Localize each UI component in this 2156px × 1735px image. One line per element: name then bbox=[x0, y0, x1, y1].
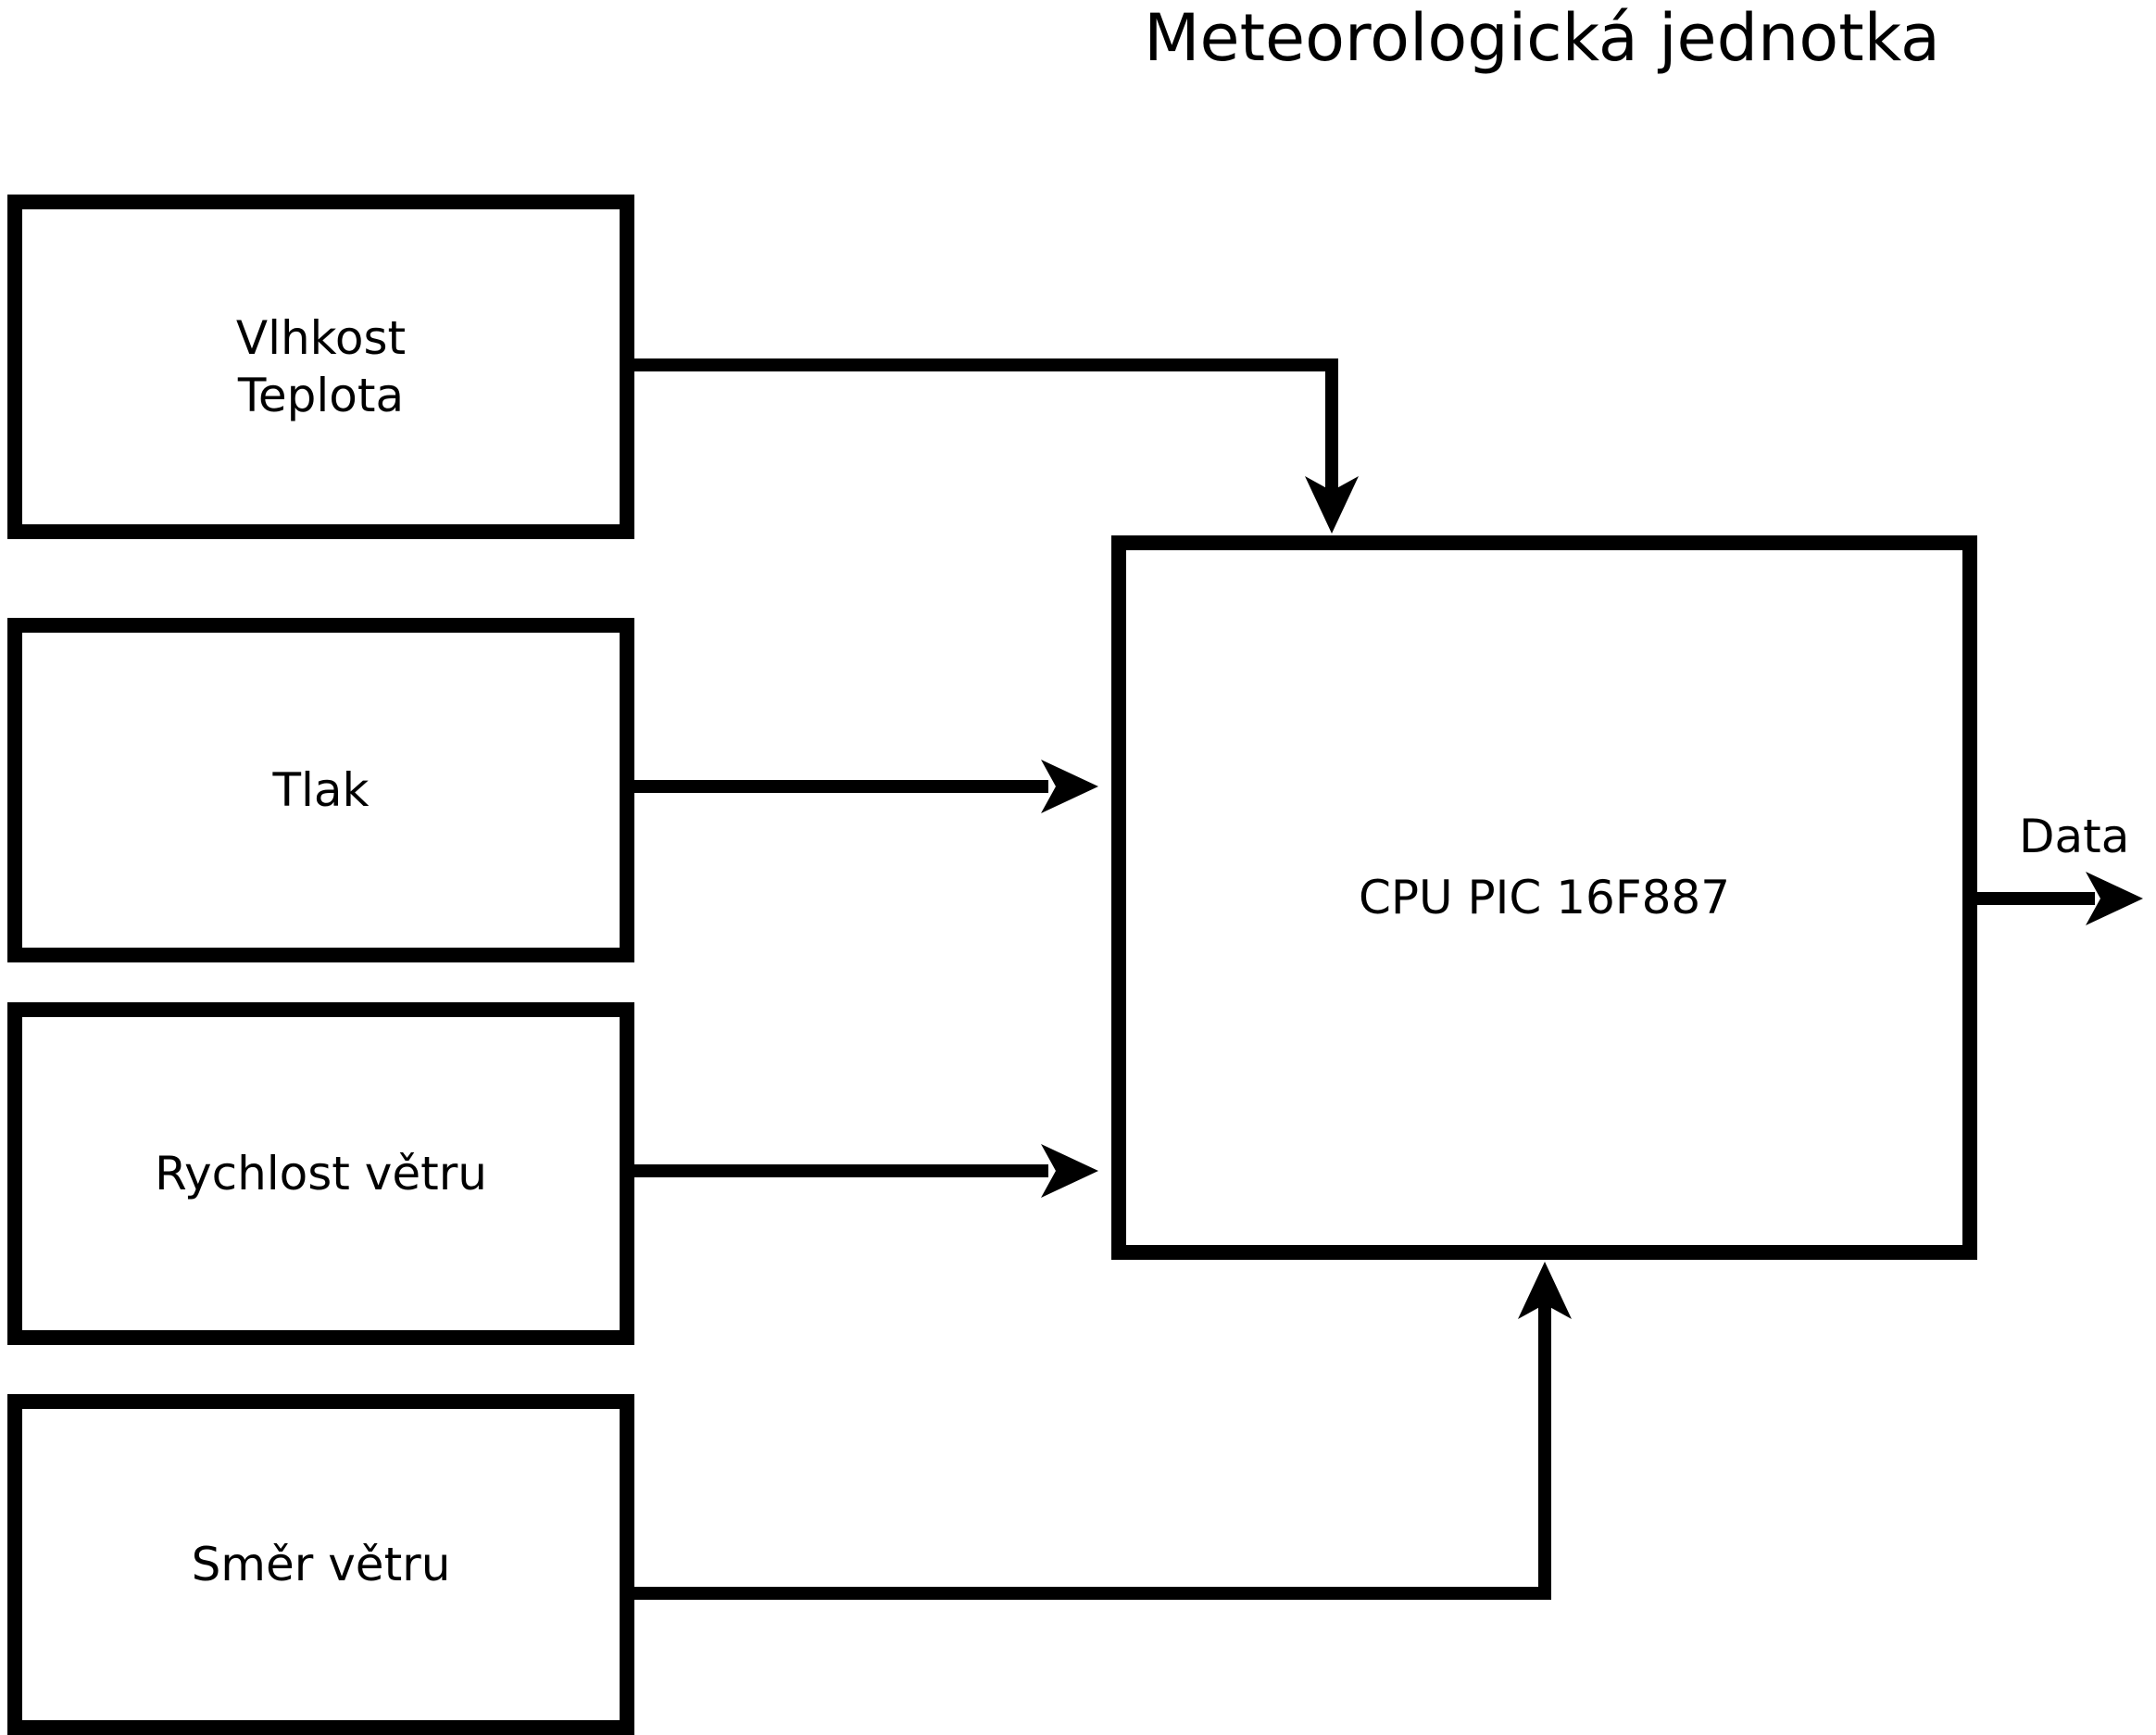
diagram-title: Meteorologická jednotka bbox=[1144, 0, 1940, 76]
cpu-label: CPU PIC 16F887 bbox=[1358, 871, 1731, 924]
cpu-box: CPU PIC 16F887 bbox=[1111, 535, 1977, 1260]
data-output-label: Data bbox=[2019, 810, 2130, 863]
temperature-label: Teplota bbox=[237, 369, 405, 422]
sensor-box-wind-direction: Směr větru bbox=[7, 1394, 634, 1735]
arrowhead-right-icon bbox=[1041, 1144, 1098, 1198]
wind-speed-label: Rychlost větru bbox=[154, 1147, 487, 1201]
sensor-box-wind-speed: Rychlost větru bbox=[7, 1002, 634, 1345]
connector-humidity-to-cpu bbox=[634, 358, 1338, 498]
sensor-box-pressure: Tlak bbox=[7, 618, 634, 962]
arrowhead-up-icon bbox=[1518, 1262, 1572, 1319]
arrowhead-down-icon bbox=[1305, 476, 1359, 534]
pressure-label: Tlak bbox=[272, 763, 370, 817]
arrowhead-right-icon bbox=[1041, 760, 1098, 813]
wind-direction-label: Směr větru bbox=[191, 1538, 451, 1591]
humidity-label: Vlhkost bbox=[235, 311, 407, 365]
sensor-box-humidity-temperature: Vlhkost Teplota bbox=[7, 195, 634, 539]
connector-wind-direction-to-cpu bbox=[634, 1302, 1551, 1600]
arrowhead-right-icon bbox=[2086, 872, 2143, 925]
